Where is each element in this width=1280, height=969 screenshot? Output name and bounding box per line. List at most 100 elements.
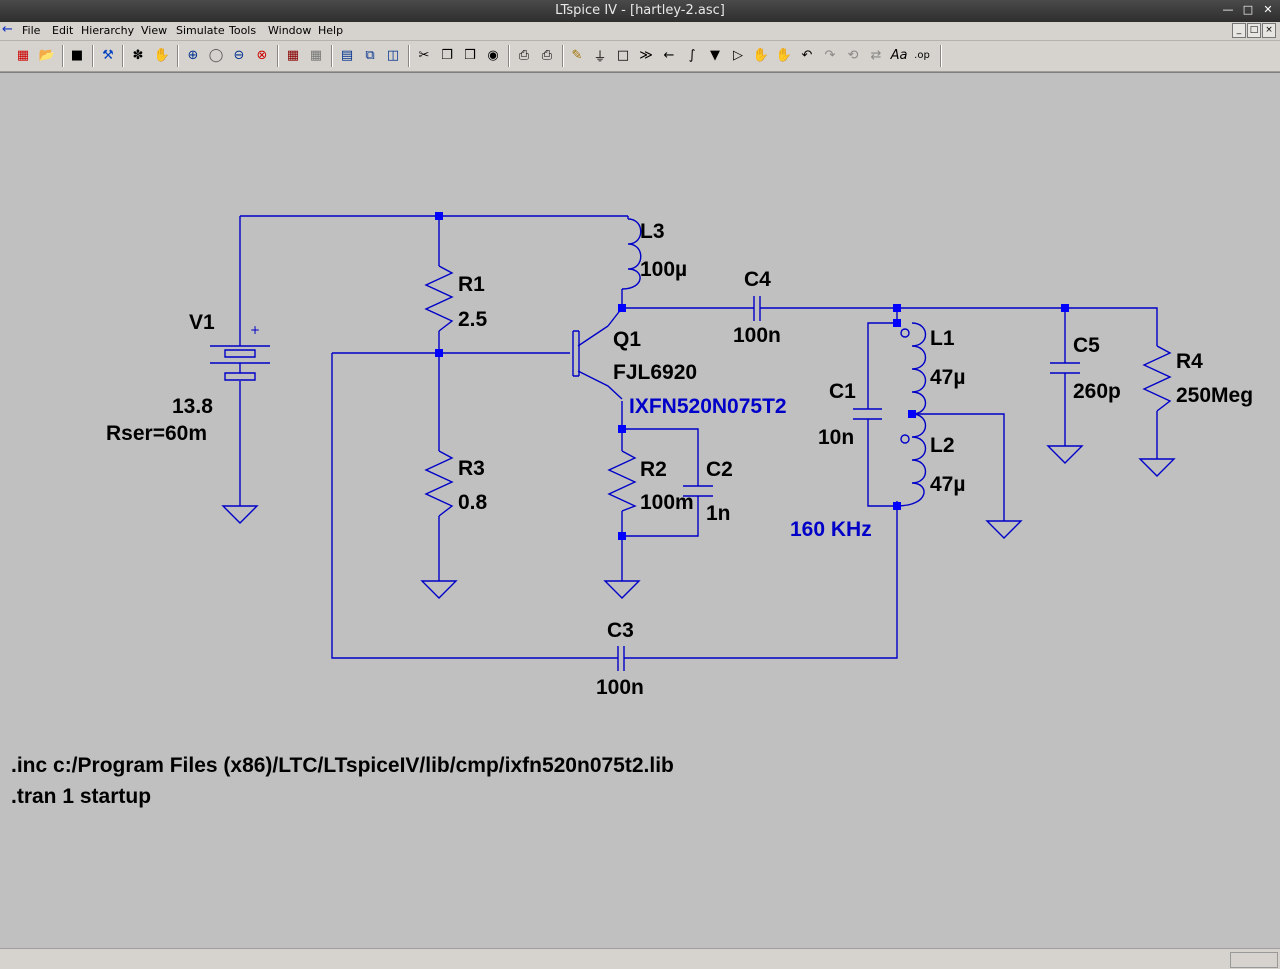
save-icon[interactable]: ■ — [70, 47, 84, 63]
view-netlist-icon[interactable]: ▦ — [309, 47, 323, 63]
schematic-drawing: + — [11, 212, 1253, 808]
drag-icon[interactable]: ✋ — [775, 47, 793, 63]
open-icon[interactable]: 📂 — [38, 47, 56, 63]
v1-name: V1 — [189, 311, 215, 334]
menu-file[interactable]: File — [22, 24, 41, 37]
capacitor-icon[interactable]: ← — [663, 47, 675, 63]
c5-name: C5 — [1073, 334, 1100, 357]
autorange-icon[interactable]: ▦ — [286, 47, 300, 63]
label-net-icon[interactable]: □ — [616, 47, 630, 63]
cut-icon[interactable]: ✂ — [418, 47, 430, 63]
control-panel-icon[interactable]: ⚒ — [102, 47, 114, 63]
cascade-icon[interactable]: ⧉ — [365, 47, 375, 63]
r2-name: R2 — [640, 458, 667, 481]
inductor-L1[interactable] — [900, 322, 927, 415]
maximize-icon[interactable]: □ — [1242, 3, 1254, 16]
title-bar: LTspice IV - [hartley-2.asc] — □ ✕ — [0, 0, 1280, 22]
capacitor-C1[interactable] — [853, 408, 882, 420]
c4-value: 100n — [733, 324, 781, 347]
close-icon[interactable]: ✕ — [1263, 3, 1273, 16]
draw-wire-icon[interactable]: ✎ — [571, 47, 583, 63]
menu-hierarchy[interactable]: Hierarchy — [81, 24, 135, 37]
c3-name: C3 — [607, 619, 634, 642]
zoom-out-icon[interactable]: ⊖ — [233, 47, 245, 63]
c1-name: C1 — [829, 380, 856, 403]
spice-directive-tran[interactable]: .tran 1 startup — [11, 785, 151, 808]
resistor-R4[interactable] — [1142, 345, 1172, 412]
resistor-icon[interactable]: ≫ — [639, 47, 653, 63]
resistor-R2[interactable] — [607, 429, 637, 512]
print-preview-icon[interactable]: ⎙ — [518, 47, 530, 63]
diode-icon[interactable]: ▼ — [710, 47, 720, 63]
ground-icon[interactable]: ⏚ — [593, 49, 607, 65]
plus-sign: + — [250, 323, 260, 337]
inductor-L3[interactable] — [621, 218, 642, 290]
menu-bar: ← File Edit Hierarchy View Simulate Tool… — [0, 22, 1280, 41]
copy-icon[interactable]: ❐ — [441, 47, 453, 63]
c4-name: C4 — [744, 268, 771, 291]
redo-icon[interactable]: ↷ — [824, 47, 836, 63]
inductor-L2[interactable] — [896, 413, 927, 507]
paste-icon[interactable]: ❒ — [464, 47, 476, 63]
c3-value: 100n — [596, 676, 644, 699]
text-icon[interactable]: Aa — [890, 47, 908, 63]
junctions — [435, 212, 1069, 540]
capacitor-C2[interactable] — [683, 485, 713, 497]
r1-name: R1 — [458, 273, 485, 296]
rotate-icon[interactable]: ⟲ — [847, 47, 859, 63]
l3-value: 100µ — [640, 258, 687, 281]
minimize-icon[interactable]: — — [1222, 3, 1234, 16]
spice-directive-icon[interactable]: .op — [914, 49, 930, 61]
spice-directive-include[interactable]: .inc c:/Program Files (x86)/LTC/LTspiceI… — [11, 754, 674, 777]
inductor-icon[interactable]: ∫ — [688, 47, 696, 63]
menu-help[interactable]: Help — [318, 24, 344, 37]
l2-name: L2 — [930, 434, 955, 457]
menu-edit[interactable]: Edit — [52, 24, 74, 37]
menu-view[interactable]: View — [141, 24, 168, 37]
capacitor-C4[interactable] — [748, 296, 765, 321]
menu-tools[interactable]: Tools — [229, 24, 257, 37]
voltage-source-V1[interactable]: + — [210, 323, 270, 381]
mirror-icon[interactable]: ⇄ — [870, 47, 882, 63]
l1-value: 47µ — [930, 366, 965, 389]
window-title: LTspice IV - [hartley-2.asc] — [555, 3, 725, 18]
menu-window[interactable]: Window — [268, 24, 312, 37]
zoom-pan-icon[interactable]: ◯ — [208, 47, 224, 63]
tile-vertical-icon[interactable]: ◫ — [386, 47, 400, 63]
q1-name: Q1 — [613, 328, 641, 351]
mdi-close-icon[interactable]: × — [1262, 23, 1276, 38]
l2-value: 47µ — [930, 473, 965, 496]
halt-icon[interactable]: ✋ — [153, 47, 171, 63]
r1-value: 2.5 — [458, 308, 488, 331]
print-icon[interactable]: ⎙ — [541, 47, 553, 63]
capacitor-C5[interactable] — [1050, 362, 1080, 374]
zoom-in-icon[interactable]: ⊕ — [187, 47, 199, 63]
component-icon[interactable]: ▷ — [733, 47, 743, 63]
v1-rser: Rser=60m — [106, 422, 207, 445]
ground-symbols — [221, 445, 1176, 599]
undo-icon[interactable]: ↶ — [801, 47, 813, 63]
toolbar: ▦ 📂 ■ ⚒ ✽ ✋ ⊕ ◯ ⊖ ⊗ ▦ ▦ ▤ ⧉ ◫ ✂ ❐ ❒ ◉ ⎙ … — [0, 41, 1280, 72]
run-icon[interactable]: ✽ — [132, 47, 144, 63]
zoom-cancel-icon[interactable]: ⊗ — [256, 47, 268, 63]
schematic-canvas[interactable]: + — [0, 72, 1280, 949]
tile-horizontal-icon[interactable]: ▤ — [340, 47, 354, 63]
c2-value: 1n — [706, 502, 731, 525]
find-icon[interactable]: ◉ — [487, 47, 499, 63]
ltspice-app-icon[interactable]: ← — [2, 22, 13, 37]
resistor-R1[interactable] — [424, 265, 454, 332]
move-icon[interactable]: ✋ — [752, 47, 770, 63]
menu-simulate[interactable]: Simulate — [176, 24, 225, 37]
r2-value: 100m — [640, 491, 694, 514]
resistor-R3[interactable] — [424, 450, 454, 517]
mdi-minimize-icon[interactable]: _ — [1232, 23, 1246, 38]
frequency-note: 160 KHz — [790, 518, 872, 541]
r3-value: 0.8 — [458, 491, 488, 514]
r4-value: 250Meg — [1176, 384, 1253, 407]
status-bar — [0, 948, 1280, 969]
c5-value: 260p — [1073, 380, 1121, 403]
new-schematic-icon[interactable]: ▦ — [16, 47, 30, 63]
q1-value: FJL6920 — [613, 361, 697, 384]
mdi-restore-icon[interactable]: □ — [1247, 23, 1261, 38]
capacitor-C3[interactable] — [605, 646, 640, 671]
